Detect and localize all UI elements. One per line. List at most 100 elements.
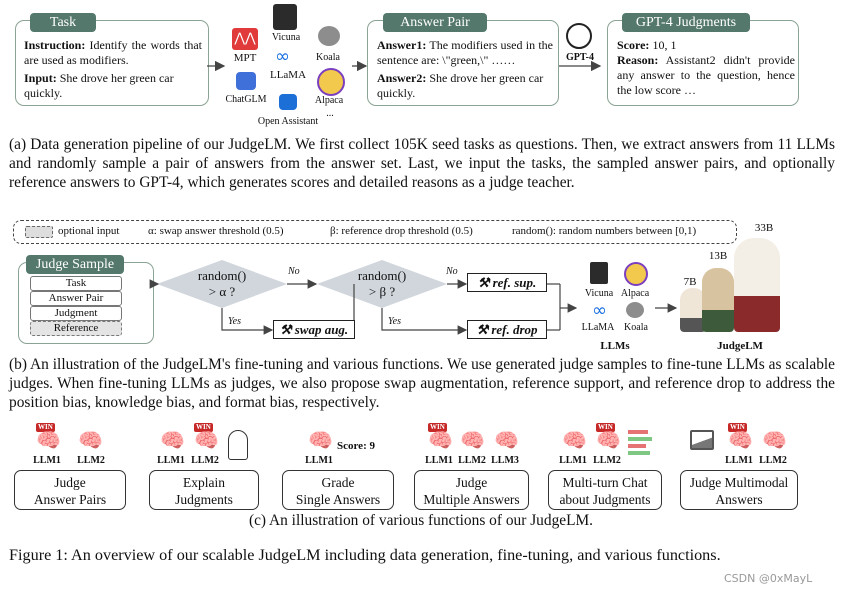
task-header: Task	[30, 13, 96, 32]
model-open-assistant: Open Assistant	[257, 116, 319, 127]
win-badge-2: WIN	[194, 423, 213, 432]
answer1-text: Answer1: The modifiers used in the sente…	[377, 38, 553, 67]
no-label-2: No	[446, 266, 458, 277]
llm-llama: LLaMA	[581, 322, 615, 333]
vicuna-icon	[590, 262, 608, 284]
task-box	[15, 20, 209, 106]
gpt4-label: GPT-4	[566, 52, 594, 63]
model-koala: Koala	[316, 52, 340, 63]
model-chatglm: ChatGLM	[225, 94, 267, 105]
tool-icon: ⚒	[476, 322, 492, 337]
alpaca-13b-icon	[702, 268, 734, 332]
openai-logo-icon	[566, 23, 592, 49]
gpt4-judgments-box	[607, 20, 799, 106]
model-llama: LLaMA	[269, 69, 307, 81]
brain-icon: 🧠	[494, 430, 519, 452]
brain-icon: 🧠	[194, 430, 219, 452]
alpaca-33b-icon	[734, 238, 780, 332]
judge-item-judgment: Judgment	[30, 306, 122, 321]
tool-icon: ⚒	[477, 275, 493, 290]
win-badge-5: WIN	[596, 423, 615, 432]
chat-bubbles-icon	[628, 430, 652, 456]
win-badge-4: WIN	[428, 423, 447, 432]
caption-c: (c) An illustration of various functions…	[248, 512, 594, 529]
legend-random: random(): random numbers between [0,1)	[512, 225, 697, 237]
llm-koala: Koala	[624, 322, 648, 333]
llm1-label: LLM1	[425, 455, 453, 466]
ref-sup-box: ⚒ ref. sup.	[467, 273, 547, 292]
size-13b: 13B	[708, 250, 728, 262]
diamond-beta-text: random() > β ?	[357, 268, 407, 299]
size-33b: 33B	[754, 222, 774, 234]
judge-item-answer-pair: Answer Pair	[30, 291, 122, 306]
watermark: CSDN @0xMayL	[724, 572, 813, 585]
win-badge-1: WIN	[36, 423, 55, 432]
alpaca-logo-icon	[317, 68, 345, 96]
vicuna-logo-icon	[273, 4, 297, 30]
caption-a: (a) Data generation pipeline of our Judg…	[9, 136, 835, 191]
llm1-label: LLM1	[725, 455, 753, 466]
yes-label-1: Yes	[228, 316, 241, 327]
llm1-label: LLM1	[33, 455, 61, 466]
image-icon	[690, 430, 714, 450]
brain-icon: 🧠	[160, 430, 185, 452]
llm2-label: LLM2	[458, 455, 486, 466]
judgment-score: Score: 10, 1	[617, 38, 677, 52]
brain-icon: 🧠	[762, 430, 787, 452]
yes-label-2: Yes	[388, 316, 401, 327]
llm2-label: LLM2	[593, 455, 621, 466]
legend-optional: optional input	[58, 225, 120, 237]
caption-b: (b) An illustration of the JudgeLM's fin…	[9, 356, 835, 411]
tool-icon: ⚒	[279, 322, 295, 337]
answer2-text: Answer2: She drove her green car quickly…	[377, 71, 544, 100]
llama-icon: ∞	[592, 300, 607, 321]
alpaca-icon	[624, 262, 648, 286]
legend-beta: β: reference drop threshold (0.5)	[330, 225, 473, 237]
legend-box	[13, 220, 737, 244]
llm2-label: LLM2	[191, 455, 219, 466]
llm1-label: LLM1	[559, 455, 587, 466]
chatglm-logo-icon	[236, 72, 256, 90]
finetune-flow-svg	[149, 260, 678, 335]
llm-vicuna: Vicuna	[584, 288, 614, 299]
judge-sample-header: Judge Sample	[26, 255, 124, 274]
brain-icon: 🧠	[36, 430, 61, 452]
model-vicuna: Vicuna	[271, 32, 301, 43]
legend-alpha: α: swap answer threshold (0.5)	[148, 225, 284, 237]
judgelm-title: JudgeLM	[717, 340, 763, 352]
llm1-label: LLM1	[305, 455, 333, 466]
alpaca-7b-icon	[680, 288, 706, 332]
size-7b: 7B	[683, 276, 697, 288]
models-ellipsis: ...	[326, 108, 334, 119]
judgment-reason: Reason: Assistant2 didn't provide any an…	[617, 53, 795, 97]
diamond-alpha	[157, 260, 287, 308]
score-label: Score: 9	[337, 440, 375, 452]
swap-aug-box: ⚒ swap aug.	[273, 320, 355, 339]
no-label-1: No	[288, 266, 300, 277]
task-input: Input: She drove her green car quickly.	[24, 71, 174, 100]
llm1-label: LLM1	[157, 455, 185, 466]
brain-icon: 🧠	[78, 430, 103, 452]
task-instruction: Instruction: Identify the words that are…	[24, 38, 202, 67]
llama-logo-icon: ∞	[275, 46, 290, 67]
answer-pair-header: Answer Pair	[383, 13, 487, 32]
win-badge-6: WIN	[728, 423, 747, 432]
person-icon	[228, 430, 248, 460]
ref-drop-box: ⚒ ref. drop	[467, 320, 547, 339]
brain-icon: 🧠	[308, 430, 333, 452]
diamond-beta	[317, 260, 447, 308]
brain-icon: 🧠	[460, 430, 485, 452]
brain-icon: 🧠	[562, 430, 587, 452]
brain-icon: 🧠	[596, 430, 621, 452]
judge-item-task: Task	[30, 276, 122, 291]
brain-icon: 🧠	[728, 430, 753, 452]
koala-icon	[626, 302, 644, 318]
gpt4-judgments-header: GPT-4 Judgments	[622, 13, 750, 32]
judge-item-reference: Reference	[30, 321, 122, 336]
